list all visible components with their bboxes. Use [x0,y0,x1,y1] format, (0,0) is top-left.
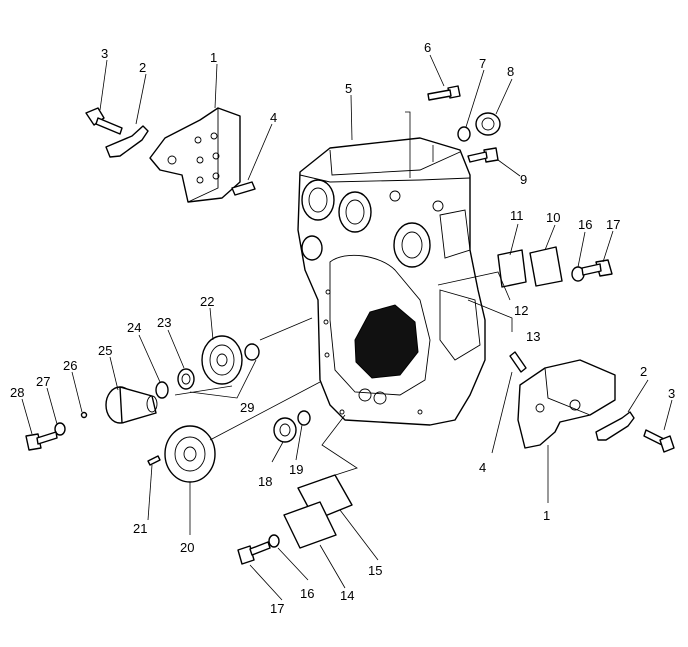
callout-16b: 16 [300,586,314,601]
callout-1a: 1 [210,50,217,65]
callout-2b: 2 [640,364,647,379]
dowel-pin-right [509,351,527,373]
gear-22 [201,335,243,385]
callout-7: 7 [479,56,486,71]
callout-8: 8 [507,64,514,79]
gear-20 [164,425,216,483]
pin-21 [147,455,161,466]
transmission-housing [297,137,486,426]
bolt-9 [467,147,499,163]
lock-plate-right [595,411,635,441]
bolt-17-lower [237,541,271,565]
callout-18: 18 [258,474,272,489]
lock-plate-upper [105,125,149,158]
callout-27: 27 [36,374,50,389]
gasket-10 [529,246,563,287]
bolt-6 [427,85,461,101]
callout-labels: 1 2 3 4 5 6 7 8 9 10 11 12 13 16 17 22 2… [10,40,675,616]
callout-9: 9 [520,172,527,187]
callout-20: 20 [180,540,194,555]
mounting-bracket-right [517,359,616,449]
plug-8 [475,112,501,136]
callout-12: 12 [514,303,528,318]
leader-lines [21,54,673,601]
bolt-28 [25,431,58,451]
washer-27 [54,422,66,436]
callout-15: 15 [368,563,382,578]
shaft-25 [105,386,158,424]
dowel-pin-upper [231,181,256,196]
callout-24: 24 [127,320,141,335]
callout-16a: 16 [578,217,592,232]
ring-24 [155,381,169,399]
bolt-upper-left [85,107,123,135]
callout-2a: 2 [139,60,146,75]
callout-10: 10 [546,210,560,225]
cover-11 [497,249,527,288]
plug-18 [273,417,297,443]
callout-26: 26 [63,358,77,373]
washer-16-lower [268,534,280,548]
o-ring-7 [457,126,471,142]
callout-22: 22 [200,294,214,309]
callout-21: 21 [133,521,147,536]
callout-25: 25 [98,343,112,358]
bearing-23 [177,368,195,390]
callout-6: 6 [424,40,431,55]
washer-29 [244,343,260,361]
callout-3b: 3 [668,386,675,401]
bolt-right [643,429,675,453]
callout-28: 28 [10,385,24,400]
callout-17a: 17 [606,217,620,232]
callout-5: 5 [345,81,352,96]
cover-14 [283,501,337,549]
bolt-17-upper [581,259,613,277]
callout-17b: 17 [270,601,284,616]
pin-26 [80,411,88,419]
callout-4a: 4 [270,110,277,125]
callout-4b: 4 [479,460,486,475]
callout-29: 29 [240,400,254,415]
callout-11: 11 [510,208,524,223]
callout-19: 19 [289,462,303,477]
callout-14: 14 [340,588,354,603]
mounting-bracket-left [149,107,241,203]
callout-23: 23 [157,315,171,330]
callout-1b: 1 [543,508,550,523]
o-ring-19 [297,410,311,426]
callout-13: 13 [526,329,540,344]
callout-3a: 3 [101,46,108,61]
